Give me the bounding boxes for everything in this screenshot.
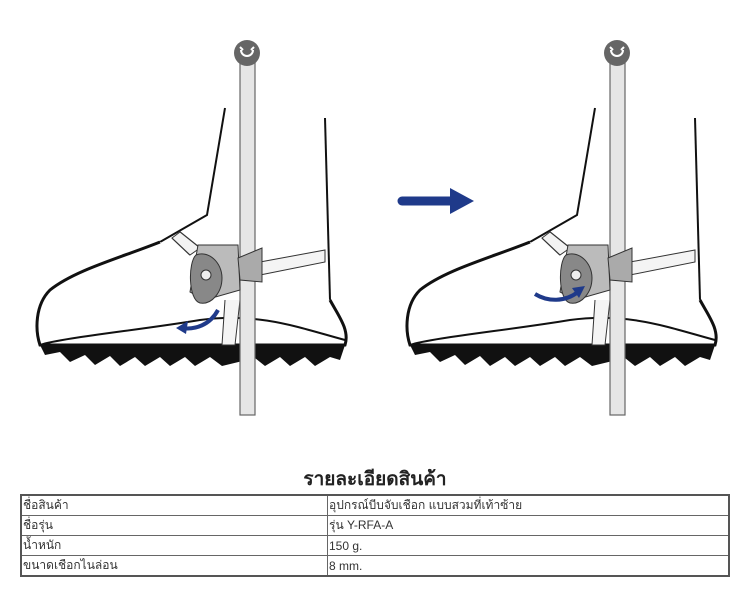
spec-value: 8 mm. (327, 555, 730, 577)
spec-label: ชื่อรุ่น (20, 515, 328, 536)
foot-ascender-illustration (35, 38, 718, 417)
boot-after (405, 38, 718, 417)
rotate-arrow-icon (533, 290, 580, 302)
boot-before (35, 38, 348, 417)
right-arrow-icon (397, 188, 474, 214)
spec-table: ชื่อสินค้าอุปกรณ์บีบจับเชือก แบบสวมที่เท… (20, 494, 730, 577)
section-title: รายละเอียดสินค้า (303, 468, 447, 490)
spec-label: น้ำหนัก (20, 535, 328, 556)
table-row: ชื่อรุ่นรุ่น Y-RFA-A (20, 515, 730, 536)
spec-value: อุปกรณ์บีบจับเชือก แบบสวมที่เท้าซ้าย (327, 494, 730, 516)
spec-label: ชื่อสินค้า (20, 494, 328, 516)
spec-value: 150 g. (327, 535, 730, 556)
rotate-arrow-head-icon (572, 286, 585, 298)
table-row: ชื่อสินค้าอุปกรณ์บีบจับเชือก แบบสวมที่เท… (20, 494, 730, 516)
spec-value: รุ่น Y-RFA-A (327, 515, 730, 536)
spec-label: ขนาดเชือกไนล่อน (20, 555, 328, 577)
rotate-arrow-head-icon (176, 321, 188, 334)
